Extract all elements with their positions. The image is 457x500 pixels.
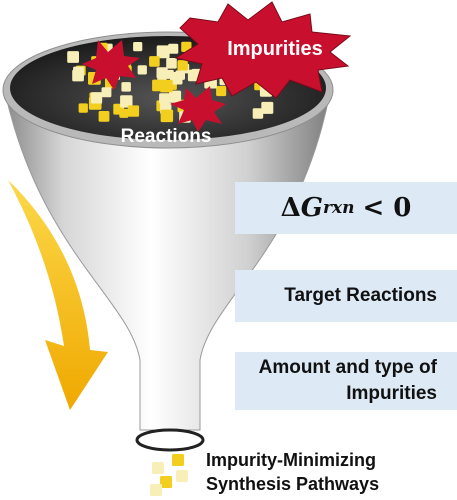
g-variable: G xyxy=(300,193,323,223)
impurity-burst-large xyxy=(174,1,352,99)
reaction-square xyxy=(98,111,110,122)
reaction-square xyxy=(156,45,170,59)
less-than-zero: < 0 xyxy=(362,193,412,223)
reactions-label: Reactions xyxy=(121,126,212,147)
output-label: Impurity-Minimizing Synthesis Pathways xyxy=(206,448,444,496)
impurity-burst-small-left xyxy=(82,40,140,90)
output-square xyxy=(172,454,184,466)
reaction-square xyxy=(170,72,183,85)
reaction-square xyxy=(160,109,174,123)
target-reactions-label: Target Reactions xyxy=(284,285,437,306)
output-square xyxy=(160,476,172,488)
output-line-1: Impurity-Minimizing xyxy=(206,450,376,470)
reaction-square xyxy=(177,60,188,71)
reaction-square xyxy=(119,108,129,118)
output-squares xyxy=(150,454,188,496)
burst-label: Impurities xyxy=(227,38,323,60)
reaction-square xyxy=(156,67,168,79)
output-line-2: Synthesis Pathways xyxy=(206,474,380,494)
impurities-line-1: Amount and type of xyxy=(258,357,437,378)
impurities-line-2: Impurities xyxy=(346,383,437,404)
reaction-square xyxy=(261,101,274,114)
output-square xyxy=(152,462,164,474)
reaction-square xyxy=(149,56,160,67)
reaction-square xyxy=(78,103,88,113)
reaction-square xyxy=(166,58,177,69)
reaction-square xyxy=(101,87,112,98)
impurity-burst-small-right xyxy=(170,86,226,132)
reaction-square xyxy=(121,82,131,92)
reaction-square xyxy=(169,90,182,103)
reaction-square xyxy=(252,108,264,119)
impurities-criterion: Amount and type of Impurities xyxy=(235,352,457,410)
reaction-square xyxy=(160,79,173,93)
down-arrow xyxy=(8,180,108,410)
funnel-spout-opening xyxy=(135,428,205,452)
rxn-subscript: rxn xyxy=(323,198,355,218)
output-square xyxy=(176,470,188,482)
reaction-square xyxy=(90,92,103,104)
target-reactions-criterion: Target Reactions xyxy=(235,270,457,322)
reaction-square xyxy=(216,86,227,97)
reaction-square xyxy=(137,65,147,75)
reaction-square xyxy=(159,93,170,104)
reaction-square xyxy=(168,43,179,54)
reaction-square xyxy=(133,42,143,52)
reaction-square xyxy=(187,71,198,82)
reaction-square xyxy=(73,66,84,78)
delta-symbol: Δ xyxy=(280,193,301,223)
reaction-square xyxy=(120,95,133,108)
reaction-square xyxy=(127,105,140,117)
reaction-square xyxy=(67,51,79,63)
output-square xyxy=(150,484,162,496)
